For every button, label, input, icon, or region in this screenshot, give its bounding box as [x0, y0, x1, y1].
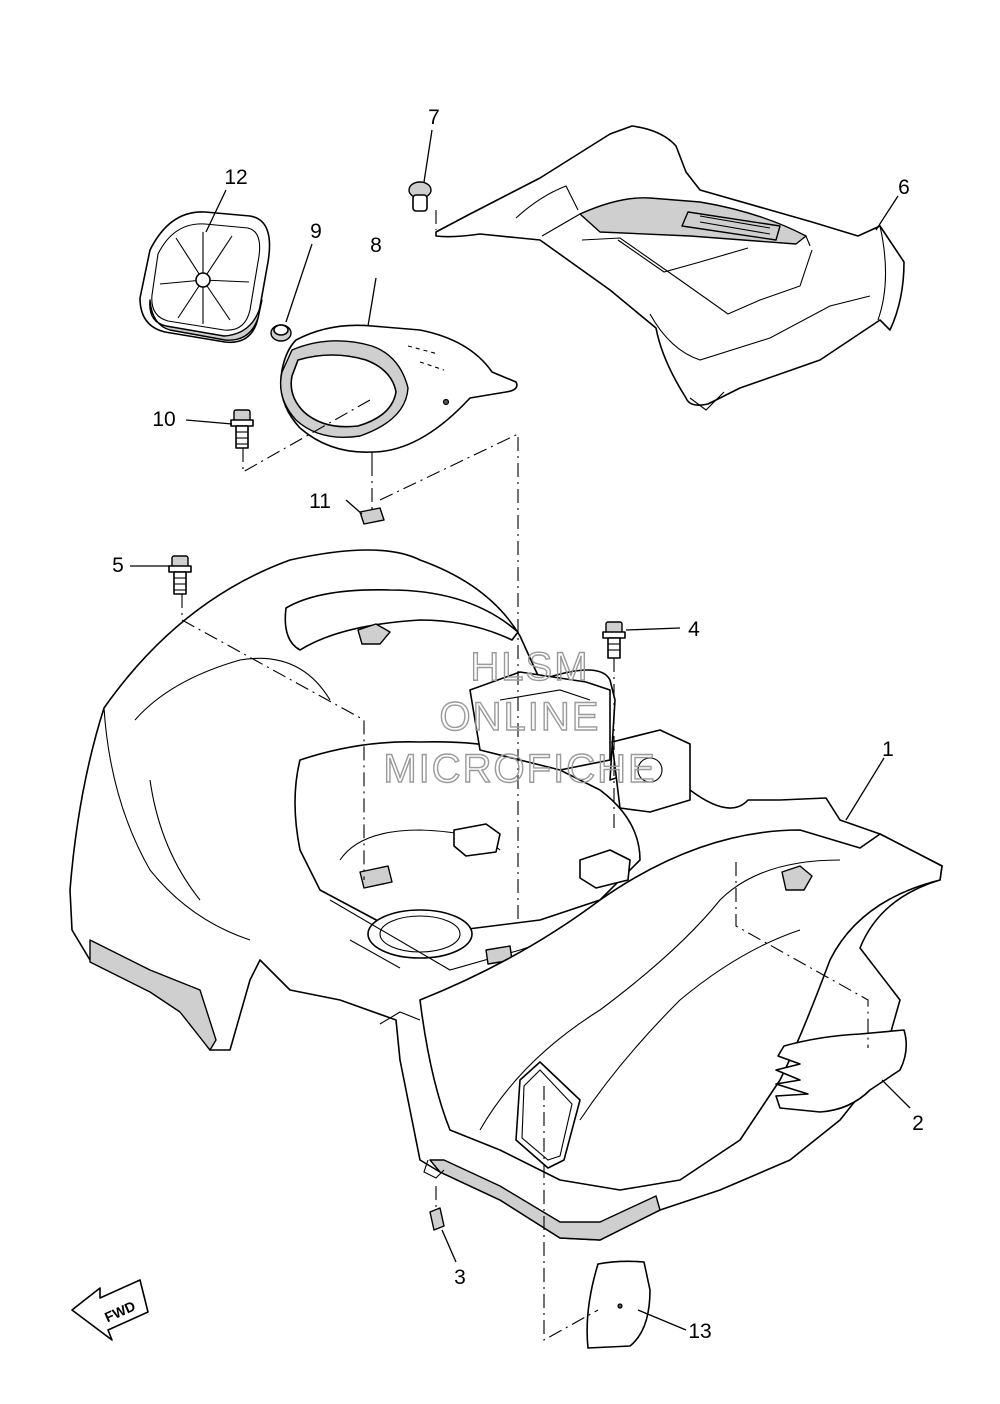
part-5-bolt[interactable]	[168, 555, 192, 595]
forward-direction-arrow: FWD	[71, 1279, 149, 1341]
part-12-vent-cover[interactable]	[139, 211, 271, 344]
leader-lines	[130, 129, 911, 1331]
watermark-line2: ONLINE	[440, 695, 601, 739]
callout-1: 1	[882, 738, 894, 761]
watermark: HLSM ONLINE MICROFICHE	[383, 644, 656, 791]
callout-13: 13	[688, 1320, 711, 1343]
callout-2: 2	[912, 1112, 924, 1135]
watermark-line3: MICROFICHE	[383, 747, 656, 791]
callout-7: 7	[428, 106, 440, 129]
callout-11: 11	[309, 490, 331, 513]
part-9-grommet[interactable]	[270, 324, 292, 342]
callout-10: 10	[152, 408, 175, 431]
callout-5: 5	[112, 554, 124, 577]
part-7-push-rivet[interactable]	[408, 181, 432, 212]
watermark-line1: HLSM	[470, 645, 589, 689]
callout-8: 8	[370, 234, 382, 257]
part-4-bolt[interactable]	[602, 621, 626, 659]
callout-9: 9	[310, 220, 322, 243]
part-3-nut-clip[interactable]	[429, 1207, 445, 1231]
callout-3: 3	[454, 1266, 466, 1289]
part-2-mud-guard[interactable]	[775, 1029, 908, 1113]
part-6-rear-top-cover[interactable]	[435, 125, 905, 411]
callout-4: 4	[688, 618, 700, 641]
vent-spokes-icon	[159, 232, 250, 324]
part-8-center-cover[interactable]	[279, 324, 518, 462]
part-10-bolt[interactable]	[230, 409, 254, 449]
part-11-clip-nut[interactable]	[359, 507, 385, 525]
callout-numbers: 12 9 8 10 7 6 11 5 4 1 2 3 13	[112, 106, 924, 1343]
assembly-lines	[181, 210, 869, 1341]
part-1-rear-fender[interactable]	[69, 549, 943, 1241]
part-13-protector[interactable]	[586, 1260, 651, 1349]
callout-6: 6	[898, 176, 910, 199]
callout-12: 12	[224, 166, 247, 189]
